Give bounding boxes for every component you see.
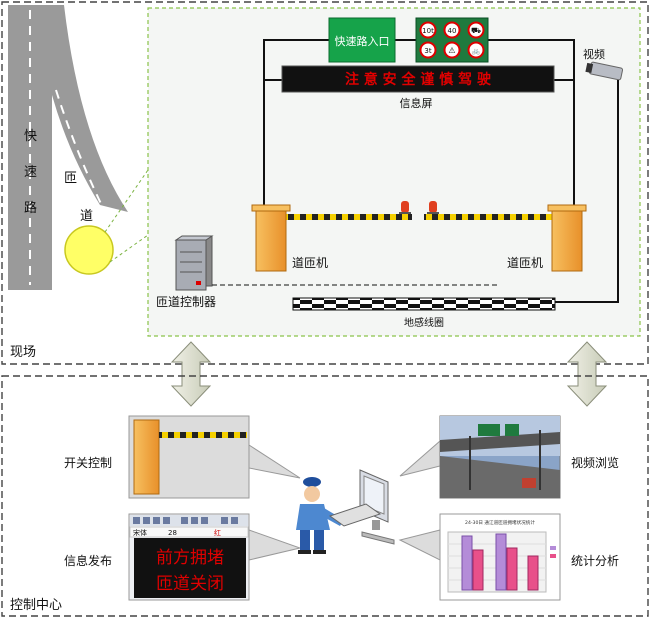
barrier-arm-right [424, 214, 554, 220]
expressway-road [8, 5, 128, 290]
camera-icon [585, 61, 624, 81]
entrance-sign [328, 17, 396, 63]
ramp-controller-icon [174, 235, 214, 291]
center-section-border [1, 375, 649, 617]
editor-font-select: 宋体 [133, 528, 147, 537]
center-section-label: 控制中心 [10, 598, 62, 613]
gate-machine-left [251, 204, 291, 272]
led-screen-text: 注 意 安 全 谨 慎 驾 驶 [345, 71, 491, 88]
barrier-arm-left [284, 214, 412, 220]
switch-control-label: 开关控制 [64, 456, 112, 470]
info-publish-label: 信息发布 [64, 553, 112, 568]
zoom-line-bottom [109, 234, 149, 263]
gate-right-label: 道匝机 [507, 256, 543, 270]
workstation-monitor [359, 469, 395, 545]
ramp-char-1: 匝 [64, 171, 77, 186]
zoom-line-top [104, 169, 149, 233]
gate-machine-right [547, 204, 587, 272]
inductive-loop [292, 297, 556, 311]
road-char-1: 快 [24, 129, 37, 144]
video-browse-panel [399, 415, 561, 499]
statistics-label: 统计分析 [571, 554, 619, 568]
sign-weight-limit: 10t [422, 27, 434, 35]
warning-lamp-right [427, 201, 439, 215]
keyboard-icon [328, 503, 382, 527]
field-detail-box [147, 7, 641, 337]
info-publish-editor [128, 513, 302, 601]
screen-label: 信息屏 [400, 96, 433, 110]
editor-color-select: 红 [214, 528, 221, 537]
editor-line-1: 前方拥堵 [156, 548, 224, 568]
zoom-highlight-circle [64, 225, 114, 275]
loop-label: 地感线圈 [404, 316, 444, 329]
led-info-screen [281, 65, 555, 93]
statistics-panel [398, 513, 561, 601]
camera-label: 视频 [583, 47, 605, 61]
video-browse-label: 视频浏览 [571, 455, 619, 470]
field-section-label: 现场 [10, 345, 36, 360]
warning-lamp-left [399, 201, 411, 215]
double-arrow-right [566, 341, 608, 407]
ramp-char-2: 道 [80, 209, 93, 224]
controller-label: 匝道控制器 [156, 295, 216, 309]
traffic-sign-icons: 10t 40 ⛟ 3t ⚠ 🚲 [419, 21, 485, 59]
sign-no-bicycle: 🚲 [472, 47, 481, 55]
editor-size-select: 28 [168, 529, 177, 537]
road-char-2: 速 [24, 165, 37, 180]
editor-line-2: 匝道关闭 [156, 574, 224, 594]
stats-chart-title: 24-30日 通江道匝道拥堵状况统计 [465, 519, 535, 526]
sign-axle-limit: 3t [424, 47, 431, 55]
gate-left-label: 道匝机 [292, 256, 328, 270]
sign-warning: ⚠ [448, 46, 455, 55]
entrance-sign-text: 快速路入口 [335, 35, 390, 48]
switch-control-panel [128, 415, 301, 499]
sign-speed-limit: 40 [448, 27, 457, 35]
road-char-3: 路 [24, 200, 37, 216]
double-arrow-left [170, 341, 212, 407]
sign-no-truck: ⛟ [471, 26, 481, 35]
